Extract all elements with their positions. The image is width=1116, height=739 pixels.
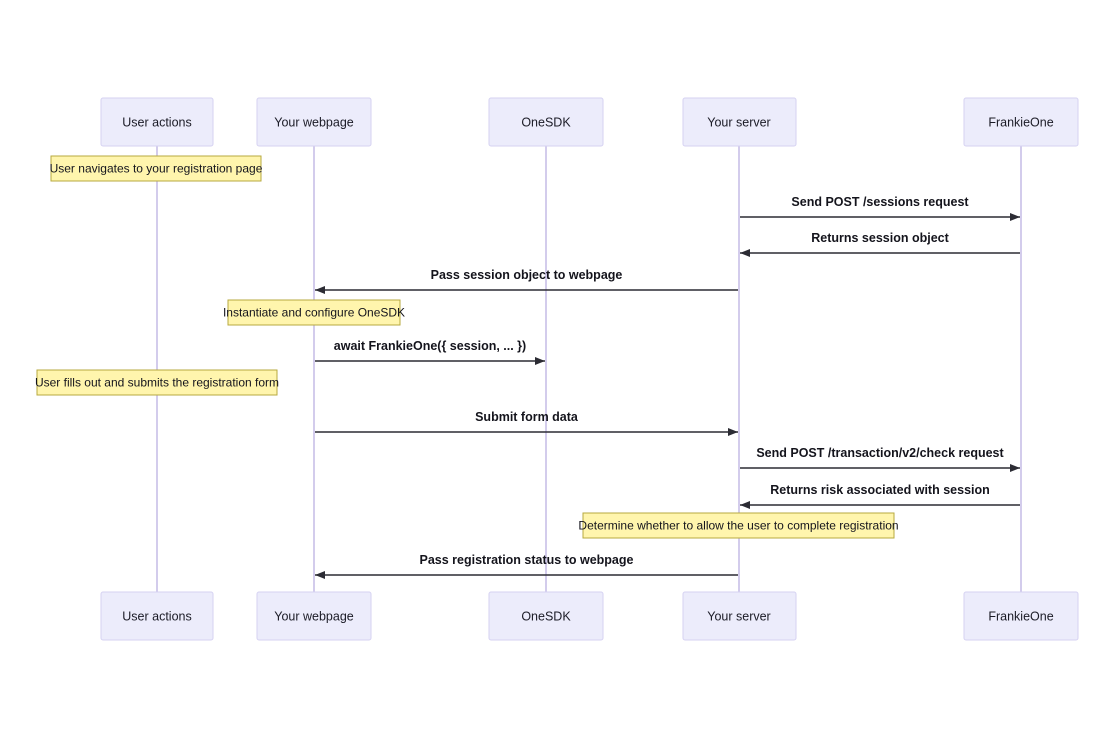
actor-label: User actions — [122, 609, 191, 623]
notes-layer: User navigates to your registration page… — [35, 155, 899, 539]
actor-server-top[interactable]: Your server — [682, 97, 797, 147]
note-label: User fills out and submits the registrat… — [35, 376, 279, 390]
note-n1: User navigates to your registration page — [50, 155, 263, 182]
message-label: Submit form data — [475, 410, 579, 424]
message-label: Send POST /sessions request — [791, 195, 969, 209]
message-m5: Submit form data — [315, 410, 738, 436]
note-box — [36, 369, 278, 396]
note-label: Instantiate and configure OneSDK — [223, 306, 405, 320]
actor-box[interactable] — [682, 591, 797, 641]
note-n3: User fills out and submits the registrat… — [35, 369, 279, 396]
note-label: User navigates to your registration page — [50, 162, 263, 176]
message-m2: Returns session object — [740, 231, 1020, 257]
actor-box[interactable] — [488, 591, 604, 641]
actor-label: FrankieOne — [988, 609, 1053, 623]
actor-onesdk-bottom[interactable]: OneSDK — [488, 591, 604, 641]
actor-label: Your webpage — [274, 115, 354, 129]
actor-onesdk-top[interactable]: OneSDK — [488, 97, 604, 147]
note-box — [582, 512, 895, 539]
actor-label: User actions — [122, 115, 191, 129]
actor-box[interactable] — [256, 591, 372, 641]
actor-label: Your server — [707, 115, 770, 129]
actor-label: FrankieOne — [988, 115, 1053, 129]
actor-box[interactable] — [100, 591, 214, 641]
actor-user-bottom[interactable]: User actions — [100, 591, 214, 641]
message-label: await FrankieOne({ session, ... }) — [334, 339, 526, 353]
message-label: Send POST /transaction/v2/check request — [756, 446, 1004, 460]
note-n2: Instantiate and configure OneSDK — [223, 299, 405, 326]
actor-label: Your server — [707, 609, 770, 623]
actor-frankieone-bottom[interactable]: FrankieOne — [963, 591, 1079, 641]
actor-server-bottom[interactable]: Your server — [682, 591, 797, 641]
actor-webpage-bottom[interactable]: Your webpage — [256, 591, 372, 641]
message-label: Returns session object — [811, 231, 949, 245]
message-m6: Send POST /transaction/v2/check request — [740, 446, 1020, 472]
actor-user-top[interactable]: User actions — [100, 97, 214, 147]
note-box — [227, 299, 401, 326]
actor-frankieone-top[interactable]: FrankieOne — [963, 97, 1079, 147]
actor-box[interactable] — [682, 97, 797, 147]
message-m7: Returns risk associated with session — [740, 483, 1020, 509]
message-m3: Pass session object to webpage — [315, 268, 738, 294]
message-label: Returns risk associated with session — [770, 483, 990, 497]
message-m4: await FrankieOne({ session, ... }) — [315, 339, 545, 365]
message-m1: Send POST /sessions request — [740, 195, 1020, 221]
actor-label: OneSDK — [521, 115, 571, 129]
actor-box[interactable] — [963, 97, 1079, 147]
message-label: Pass registration status to webpage — [420, 553, 634, 567]
note-label: Determine whether to allow the user to c… — [578, 519, 898, 533]
actor-box[interactable] — [488, 97, 604, 147]
actor-webpage-top[interactable]: Your webpage — [256, 97, 372, 147]
actor-label: Your webpage — [274, 609, 354, 623]
actor-box[interactable] — [963, 591, 1079, 641]
actor-box[interactable] — [256, 97, 372, 147]
actor-label: OneSDK — [521, 609, 571, 623]
message-m8: Pass registration status to webpage — [315, 553, 738, 579]
note-n4: Determine whether to allow the user to c… — [578, 512, 899, 539]
note-box — [50, 155, 262, 182]
message-label: Pass session object to webpage — [431, 268, 623, 282]
actor-box[interactable] — [100, 97, 214, 147]
